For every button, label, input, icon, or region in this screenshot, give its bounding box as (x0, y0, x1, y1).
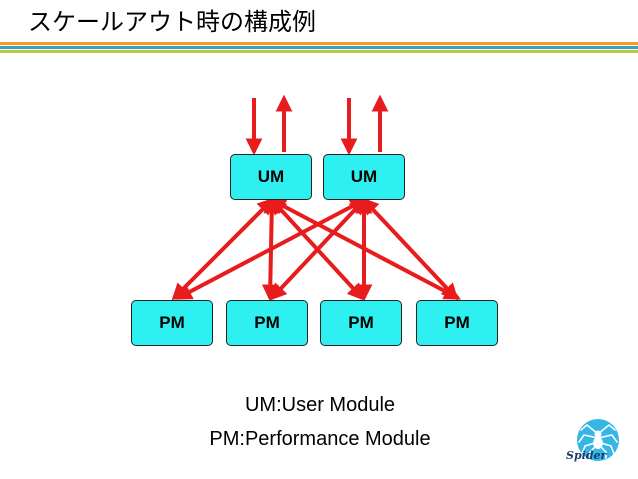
pm-node-2: PM (226, 300, 308, 346)
um-node-1: UM (230, 154, 312, 200)
spider-icon (577, 419, 619, 461)
link-um2-pm4 (361, 197, 459, 301)
legend-um: UM:User Module (244, 394, 396, 416)
pm-node-3: PM (320, 300, 402, 346)
header-rule-green (0, 50, 638, 53)
link-um1-pm1 (171, 197, 275, 301)
pm-node-4: PM (416, 300, 498, 346)
legend-pm: PM:Performance Module (209, 428, 431, 450)
pm-node-1: PM (131, 300, 213, 346)
um-node-2: UM (323, 154, 405, 200)
link-um2-pm2 (269, 197, 367, 301)
logo-text: Spider (566, 449, 607, 462)
page-title: スケールアウト時の構成例 (28, 8, 316, 36)
header-rule-blue (0, 46, 638, 49)
header-rule-orange (0, 42, 638, 45)
